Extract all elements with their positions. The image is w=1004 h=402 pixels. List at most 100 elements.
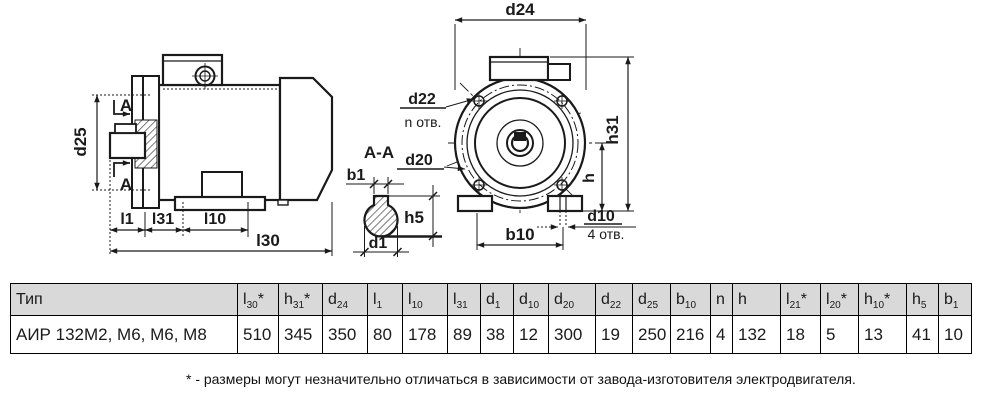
dim-d1-label: d1 — [369, 235, 388, 252]
value-cell-n: 4 — [710, 315, 733, 354]
foot-right — [546, 194, 584, 213]
dim-b1-label: b1 — [347, 167, 366, 184]
footnote: * - размеры могут незначительно отличать… — [186, 371, 856, 387]
shaft-boss-circle — [506, 129, 534, 157]
col-header-h: h — [732, 283, 781, 316]
dim-d22-label: d22 — [408, 91, 436, 108]
col-header-h10: h10* — [858, 283, 907, 316]
dim-h: h — [581, 143, 605, 211]
dim-h5-label: h5 — [404, 208, 424, 227]
col-header-l30: l30* — [237, 283, 279, 316]
shaft — [108, 131, 147, 160]
dim-d25: d25 — [71, 94, 150, 191]
dim-l1-label: l1 — [120, 211, 133, 228]
dim-l31-label: l31 — [152, 211, 174, 228]
col-header-d10: d10 — [513, 283, 549, 316]
col-header-type: Тип — [10, 283, 238, 316]
value-cell-l31: 89 — [447, 315, 481, 354]
value-cell-d25: 250 — [632, 315, 671, 354]
section-letter-top: A — [120, 96, 132, 115]
fan-cover-foot — [277, 199, 289, 206]
terminal-box-side — [161, 53, 224, 89]
dim-d10-holes-note: 4 отв. — [588, 226, 625, 242]
foot-hole-lines — [559, 196, 567, 227]
dim-d22: d22 n отв. — [400, 91, 475, 130]
value-cell-b1: 10 — [938, 315, 972, 354]
dim-d25-label: d25 — [71, 127, 90, 156]
col-header-h5: h5 — [906, 283, 939, 316]
dim-d20-label: d20 — [405, 152, 433, 169]
value-cell-h: 132 — [732, 315, 781, 354]
col-header-l21: l21* — [780, 283, 821, 316]
dim-h31: h31 — [550, 56, 634, 212]
col-header-l20: l20* — [820, 283, 859, 316]
col-header-d22: d22 — [595, 283, 633, 316]
dim-b10: b10 — [476, 213, 564, 250]
dim-b10-label: b10 — [505, 225, 534, 244]
section-cut-marker-bottom: A — [113, 160, 132, 194]
value-cell-l20: 5 — [820, 315, 859, 354]
value-cell-h31: 345 — [278, 315, 323, 354]
dim-b1: b1 — [346, 167, 404, 194]
value-cell-d20: 300 — [548, 315, 596, 354]
spigot-circle — [474, 97, 566, 189]
value-cell-d24: 350 — [322, 315, 368, 354]
section-view: A-A b1 h5 d1 — [346, 143, 442, 257]
foot-left — [456, 194, 494, 213]
value-cell-h5: 41 — [906, 315, 939, 354]
dim-d10-label: d10 — [587, 208, 615, 225]
dim-h-label: h — [581, 173, 598, 183]
dim-d10: d10 4 отв. — [537, 208, 636, 242]
col-header-b1: b1 — [938, 283, 972, 316]
value-cell-l30: 510 — [237, 315, 279, 354]
dim-lengths: l1 l31 l10 l30 — [109, 160, 333, 256]
value-cell-l21: 18 — [780, 315, 821, 354]
col-header-n: n — [710, 283, 733, 316]
shaft-keyway — [514, 132, 526, 141]
dim-d24-label: d24 — [505, 0, 535, 19]
foot-block — [201, 171, 243, 198]
value-cell-d22: 19 — [595, 315, 633, 354]
dim-d24: d24 — [454, 0, 587, 90]
value-cell-b10: 216 — [670, 315, 711, 354]
value-cell-l1: 80 — [367, 315, 403, 354]
col-header-b10: b10 — [670, 283, 711, 316]
foot-base-plate — [173, 195, 267, 212]
front-view: d24 h31 h b10 d10 4 отв. — [397, 0, 636, 250]
value-cell-d10: 12 — [513, 315, 549, 354]
fan-cover — [278, 76, 334, 202]
value-cell-h10: 13 — [858, 315, 907, 354]
section-letter-bottom: A — [120, 175, 132, 194]
value-cell-d1: 38 — [480, 315, 514, 354]
shaft-key — [114, 123, 137, 134]
side-view: A A d25 l1 l31 l10 l30 — [71, 53, 334, 256]
col-header-l1: l1 — [367, 283, 403, 316]
dim-h31-label: h31 — [603, 115, 622, 144]
dim-d20: d20 — [397, 152, 466, 172]
col-header-l10: l10 — [402, 283, 448, 316]
col-header-d20: d20 — [548, 283, 596, 316]
col-header-h31: h31* — [278, 283, 323, 316]
motor-type-cell: АИР 132М2, М6, М6, М8 — [10, 315, 238, 354]
dim-d22-holes-note: n отв. — [405, 114, 442, 130]
terminal-box-front — [488, 55, 571, 82]
shaft-section — [363, 194, 399, 238]
col-header-d24: d24 — [322, 283, 368, 316]
dim-l10-label: l10 — [204, 211, 226, 228]
bolt-circle — [461, 84, 579, 202]
dim-h5: h5 — [381, 185, 442, 247]
value-cell-l10: 178 — [402, 315, 448, 354]
col-header-l31: l31 — [447, 283, 481, 316]
body-circle — [466, 89, 574, 197]
motor-dimension-drawing: A A d25 l1 l31 l10 l30 — [71, 0, 636, 257]
section-cut-marker-top: A — [113, 96, 132, 117]
flange-bolt-holes — [471, 93, 570, 193]
hub-circle — [496, 119, 544, 167]
dim-l30-label: l30 — [256, 231, 280, 250]
col-header-d1: d1 — [480, 283, 514, 316]
dim-d1: d1 — [353, 226, 409, 257]
